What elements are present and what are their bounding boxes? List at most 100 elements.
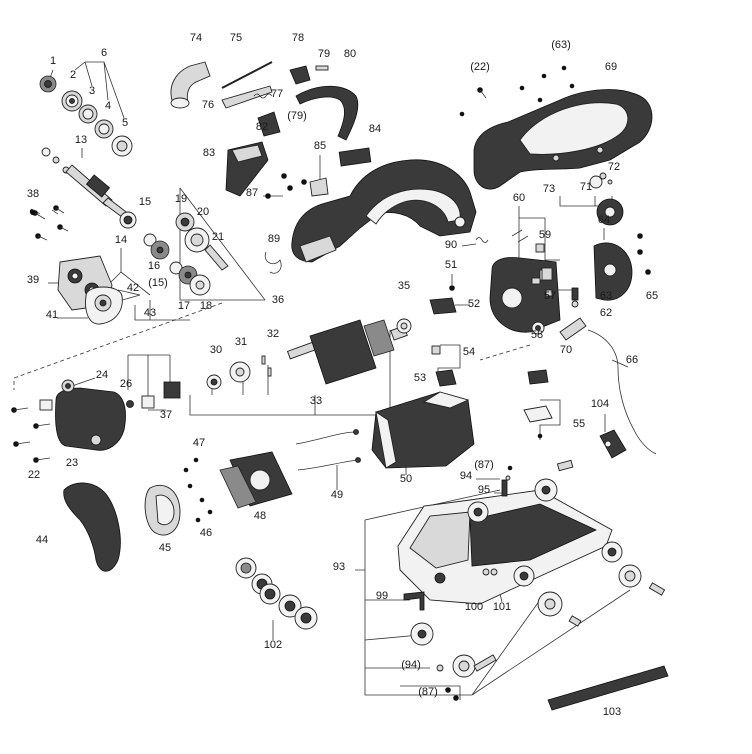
part-label: 65 (646, 290, 658, 302)
part-label: 75 (230, 32, 242, 44)
part-69-cover (473, 89, 653, 190)
part-label: 79 (318, 48, 330, 60)
part-label: 32 (267, 328, 279, 340)
part-label: 23 (66, 457, 78, 469)
part-19-bearing (175, 212, 195, 232)
part-label: 1 (50, 55, 56, 67)
part-label: 66 (626, 354, 638, 366)
part-label: 22 (28, 469, 40, 481)
part-label: 36 (272, 294, 284, 306)
part-64-cover (593, 242, 633, 301)
part-label: 71 (580, 181, 592, 193)
part-18-gear (189, 274, 211, 296)
part-label: (15) (148, 277, 168, 289)
part-label: 21 (212, 231, 224, 243)
part-label: 87 (246, 187, 258, 199)
part-label: 30 (210, 344, 222, 356)
part-label: 101 (493, 601, 511, 613)
part-3-ring (78, 104, 98, 124)
part-label: 49 (331, 489, 343, 501)
part-93-base (397, 489, 613, 605)
part-label: 62 (600, 307, 612, 319)
handle-switch-parts (170, 61, 489, 315)
part-label: 90 (445, 239, 457, 251)
part-2-bearing (61, 90, 83, 112)
part-wheels (410, 478, 642, 678)
part-33-armature (286, 319, 408, 385)
part-label: 41 (46, 309, 58, 321)
part-label: 76 (202, 99, 214, 111)
part-label: 50 (400, 473, 412, 485)
part-label: 70 (560, 344, 572, 356)
part-label: (94) (401, 659, 421, 671)
part-45-flange (144, 484, 181, 536)
part-label: 63 (600, 290, 612, 302)
part-4-washer (94, 119, 114, 139)
part-label: (63) (551, 39, 571, 51)
part-label: (22) (470, 61, 490, 73)
part-label: 78 (292, 32, 304, 44)
part-74-elbow (170, 61, 211, 109)
part-label: 51 (445, 259, 457, 271)
part-label: 14 (115, 234, 127, 246)
part-80-trigger (295, 85, 359, 141)
part-label: 17 (178, 300, 190, 312)
part-label: 42 (127, 282, 139, 294)
part-15-ring (119, 211, 137, 229)
part-41-cover (85, 286, 123, 325)
part-label: 37 (160, 409, 172, 421)
part-label: 54 (463, 346, 475, 358)
part-label: 33 (310, 395, 322, 407)
part-label: 73 (543, 183, 555, 195)
part-83-cap (225, 141, 269, 197)
part-label: 58 (531, 329, 543, 341)
part-label: 48 (254, 510, 266, 522)
part-5-washer (111, 135, 133, 157)
part-1-nut (39, 75, 57, 93)
part-label: 19 (175, 193, 187, 205)
part-label: (87) (474, 459, 494, 471)
part-label: 44 (36, 534, 48, 546)
drive-shaft-parts (29, 75, 229, 325)
part-label: 89 (268, 233, 280, 245)
part-label: 43 (144, 307, 156, 319)
main-housing (291, 159, 477, 263)
part-label: 16 (148, 260, 160, 272)
part-102-spacers (235, 557, 318, 630)
part-label: 83 (203, 147, 215, 159)
part-label: 35 (398, 280, 410, 292)
part-104-plug (599, 429, 627, 459)
part-label: 57 (544, 290, 556, 302)
part-label: 20 (197, 206, 209, 218)
part-label: 94 (460, 470, 472, 482)
motor-cover-parts (431, 65, 657, 459)
part-label: 93 (333, 561, 345, 573)
part-label: 13 (75, 134, 87, 146)
part-13-shaft (65, 164, 131, 221)
part-label: 39 (27, 274, 39, 286)
part-48-stator (219, 451, 293, 509)
part-44-handle (63, 482, 121, 572)
stator-housing-parts (63, 391, 475, 630)
part-label: 45 (159, 542, 171, 554)
part-label: 4 (105, 100, 111, 112)
part-label: 84 (369, 123, 381, 135)
part-label: (79) (287, 110, 307, 122)
part-label: 104 (591, 398, 609, 410)
part-label: 64 (598, 214, 610, 226)
part-label: 46 (200, 527, 212, 539)
part-label: 53 (414, 372, 426, 384)
part-label: 6 (101, 47, 107, 59)
part-label: 31 (235, 336, 247, 348)
part-label: 74 (190, 32, 202, 44)
part-16-gear (150, 240, 170, 260)
part-50-motor-housing (371, 391, 475, 469)
part-label: 55 (573, 418, 585, 430)
part-label: 77 (271, 88, 283, 100)
part-73-fan (596, 198, 624, 226)
part-label: 85 (314, 140, 326, 152)
part-label: 47 (193, 437, 205, 449)
